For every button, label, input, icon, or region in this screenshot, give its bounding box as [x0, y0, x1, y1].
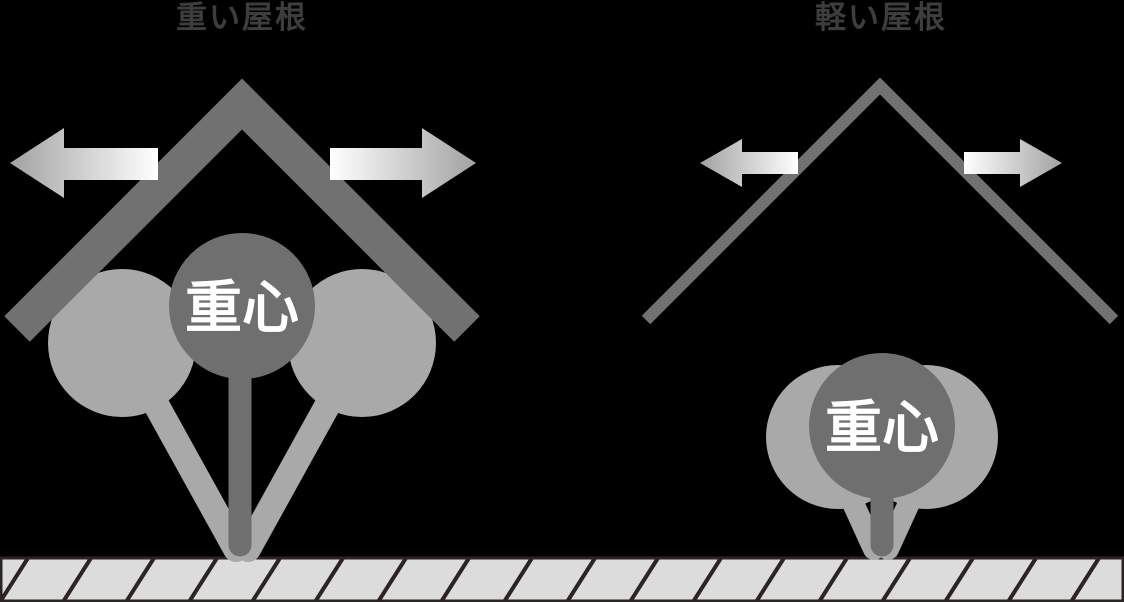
hatch-line: [1069, 556, 1101, 602]
heavy-cog-circle: [169, 233, 315, 379]
light-cog-circle: [809, 353, 955, 499]
light-roof-title: 軽い屋根: [815, 0, 947, 35]
arrow-left-icon: [10, 128, 158, 198]
arrow-left-icon: [700, 139, 798, 187]
hatch-line: [439, 556, 471, 602]
hatch-line: [250, 556, 282, 602]
heavy-swing-mass-left: [48, 269, 196, 417]
hatch-line: [1006, 556, 1038, 602]
hatch-line: [691, 556, 723, 602]
hatch-line: [0, 556, 30, 602]
light-cog-label: 重心: [825, 397, 939, 460]
hatch-line: [628, 556, 660, 602]
light-roof-shape: [641, 77, 1119, 325]
heavy-swing-mass-right: [288, 269, 436, 417]
hatch-line: [124, 556, 156, 602]
ground: [0, 556, 1124, 602]
heavy-roof-title: 重い屋根: [176, 0, 308, 35]
hatch-line: [943, 556, 975, 602]
arrow-right-icon: [330, 128, 476, 198]
hatch-line: [817, 556, 849, 602]
heavy-roof-shape: [4, 78, 480, 342]
hatch-line: [61, 556, 93, 602]
heavy-cog-label: 重心: [185, 277, 299, 340]
hatch-line: [565, 556, 597, 602]
hatch-line: [187, 556, 219, 602]
hatch-line: [880, 556, 912, 602]
hatch-line: [754, 556, 786, 602]
heavy-roof-panel: 重い屋根 重心: [4, 0, 480, 562]
hatch-line: [376, 556, 408, 602]
ground-bar: [0, 556, 1124, 602]
hatch-line: [313, 556, 345, 602]
arrow-right-icon: [964, 139, 1062, 187]
hatch-line: [502, 556, 534, 602]
light-roof-panel: 軽い屋根 重心: [641, 0, 1119, 560]
